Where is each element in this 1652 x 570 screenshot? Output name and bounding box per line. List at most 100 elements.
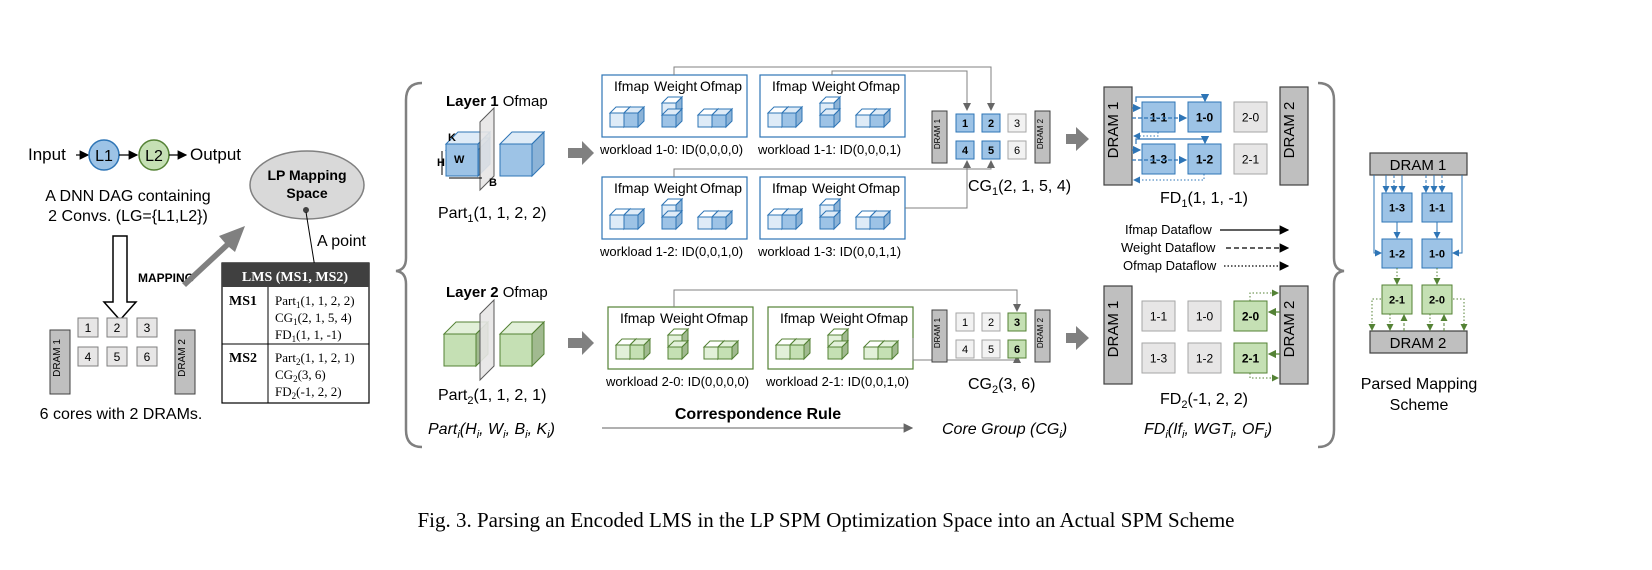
legend-ifmap-label: Ifmap Dataflow [1125,222,1212,237]
workload-weight-cube [660,209,684,231]
fd2-label: FD2(-1, 2, 2) [1160,391,1248,411]
cg2-core-1-label: 1 [962,317,968,329]
mapping-diagonal-arrow [182,226,245,287]
hw-core-2: 2 [106,317,128,338]
dag-description-line2: 2 Convs. (LG={L1,L2}) [48,208,208,225]
layer2-part: Part2(1, 1, 2, 1) [438,387,546,407]
fd2-core-1-3: 1-3 [1141,342,1176,374]
cg1-core-3-label: 3 [1014,118,1020,130]
cg1-core-2-label: 2 [988,118,994,130]
workload-ofmap-cube [868,107,892,129]
cg2-core-6: 6 [1007,339,1027,359]
layer1-cube-right [498,130,546,178]
cg2-core-2: 2 [981,312,1001,332]
workload-weight-header: Weight [820,310,863,326]
fd1-dram1-label: DRAM 1 [1105,102,1122,159]
workload-weight-cube [826,339,850,361]
parsed-core-2-1: 2-1 [1381,284,1413,315]
lp-space-line1: LP Mapping [267,167,346,183]
fd1-core-2-0-label: 2-0 [1242,110,1260,124]
lms-table: LMS (MS1, MS2) MS1 MS2 Part1(1, 1, 2, 2)… [221,262,370,404]
parsed-core-1-0-label: 1-0 [1429,248,1445,260]
workload-weight-cube [818,107,842,129]
dag-description-line1: A DNN DAG containing [45,188,210,205]
workload-ofmap-header: Ofmap [858,78,900,94]
legend-weight-label: Weight Dataflow [1121,240,1216,255]
workload-ofmap-header: Ofmap [700,78,742,94]
layer2-ofmap: Layer 2 Ofmap Part2(1, 1, 2, 1) [438,284,548,407]
parsed-dram1-label: DRAM 1 [1390,157,1447,174]
parsed-caption-line2: Scheme [1390,397,1449,414]
dim-k-label: K [448,132,456,144]
workload-weight-header: Weight [654,78,697,94]
workload-ifmap-header: Ifmap [772,180,807,196]
hw-core-5-label: 5 [114,350,121,364]
dag-node-l1-label: L1 [95,148,113,165]
workload-ifmap-cube [628,337,652,361]
workload-ifmap-cube [788,337,812,361]
fd1-core-1-3: 1-3 [1141,143,1176,175]
rule-fd: FDi(Ifi, WGTi, OFi) [1144,421,1272,441]
hw-core-4: 4 [77,346,99,367]
lms-ms1-label: MS1 [229,294,257,309]
fd2-core-1-1-label: 1-1 [1150,309,1168,323]
cg2-to-fd-arrow [1066,326,1089,350]
lms-ms1-part: Part1(1, 1, 2, 2) [275,293,355,310]
fd2-core-2-0: 2-0 [1233,300,1268,332]
svg-text:Layer 1 Ofmap: Layer 1 Ofmap [446,93,548,110]
fd1-core-2-1: 2-1 [1233,143,1268,175]
lms-header-label: LMS (MS1, MS2) [242,270,349,285]
mapping-label: MAPPING [138,271,194,285]
fd2-core-1-1: 1-1 [1141,300,1176,332]
parsed-core-1-1: 1-1 [1421,192,1453,223]
hw-core-3: 3 [136,317,158,338]
layer2-cube-right [498,320,546,368]
workload-ofmap-cube [710,107,734,129]
hw-core-1: 1 [77,317,99,338]
parsed-core-1-3: 1-3 [1381,192,1413,223]
cg1-dram2-label: DRAM 2 [1036,118,1045,149]
fd1-dram2-label: DRAM 2 [1281,102,1298,159]
cg1-core-2: 2 [981,113,1001,133]
fd2-core-1-3-label: 1-3 [1150,351,1168,365]
cg2-core-3-label: 3 [1014,317,1020,329]
hw-dram2-label: DRAM 2 [177,339,188,377]
workload-ofmap-cube [876,339,900,361]
workload-ifmap-cube [622,105,646,129]
fd1-core-1-0-label: 1-0 [1196,110,1214,124]
layer1-part: Part1(1, 1, 2, 2) [438,205,546,225]
dim-w-label: W [454,154,465,166]
layer1-to-workload-arrow [568,141,594,165]
dag-node-l2-label: L2 [145,148,163,165]
workload-weight-header: Weight [660,310,703,326]
fd1-core-2-0: 2-0 [1233,101,1268,133]
workload-ifmap-header: Ifmap [614,78,649,94]
fd1-core-2-1-label: 2-1 [1242,152,1260,166]
cg1-core-4: 4 [955,140,975,160]
layer1-cube-group [444,106,546,192]
right-brace [1317,81,1345,449]
hw-core-1-label: 1 [85,321,92,335]
workload-weight-cube [666,339,690,361]
parsed-core-1-0: 1-0 [1421,238,1453,269]
parsed-dram1 [1369,152,1468,176]
cg2-core-4: 4 [955,339,975,359]
fd2-core-1-2: 1-2 [1187,342,1222,374]
workload-ifmap-cube [622,207,646,231]
workload-ofmap-header: Ofmap [866,310,908,326]
cg1-core-6-label: 6 [1014,145,1020,157]
lms-ms2-fd: FD2(-1, 2, 2) [275,384,342,401]
cg2-core-3: 3 [1007,312,1027,332]
workload-label: workload 2-1: ID(0,0,1,0) [765,374,909,389]
figure-caption: Fig. 3. Parsing an Encoded LMS in the LP… [417,508,1235,532]
legend-ofmap-label: Ofmap Dataflow [1123,258,1217,273]
fd1-label: FD1(1, 1, -1) [1160,190,1248,210]
